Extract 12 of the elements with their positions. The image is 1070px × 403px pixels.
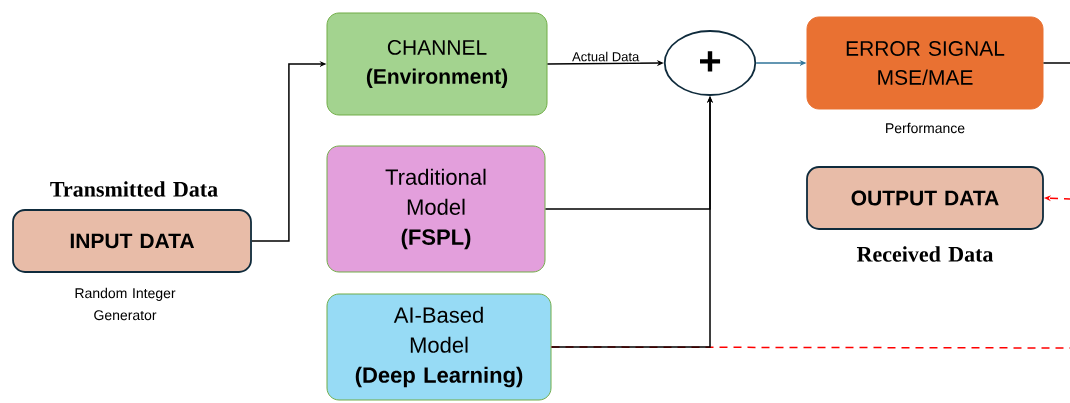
- process-box: AI-Based Model (Deep Learning): [326, 293, 552, 401]
- node-label: Random Integer Generator: [75, 287, 176, 321]
- process-box: CHANNEL (Environment): [326, 12, 548, 116]
- node-label: Received Data: [856, 246, 994, 262]
- process-box: Traditional Model (FSPL): [326, 145, 546, 273]
- edge-label: Actual Data: [572, 51, 640, 62]
- process-box: ERROR SIGNAL MSE/MAE: [806, 16, 1044, 110]
- process-box: OUTPUT DATA: [806, 166, 1044, 230]
- node-label: Transmitted Data: [50, 181, 218, 197]
- process-box: INPUT DATA: [12, 209, 252, 273]
- summing-junction: +: [663, 30, 757, 96]
- node-label: Performance: [886, 122, 965, 134]
